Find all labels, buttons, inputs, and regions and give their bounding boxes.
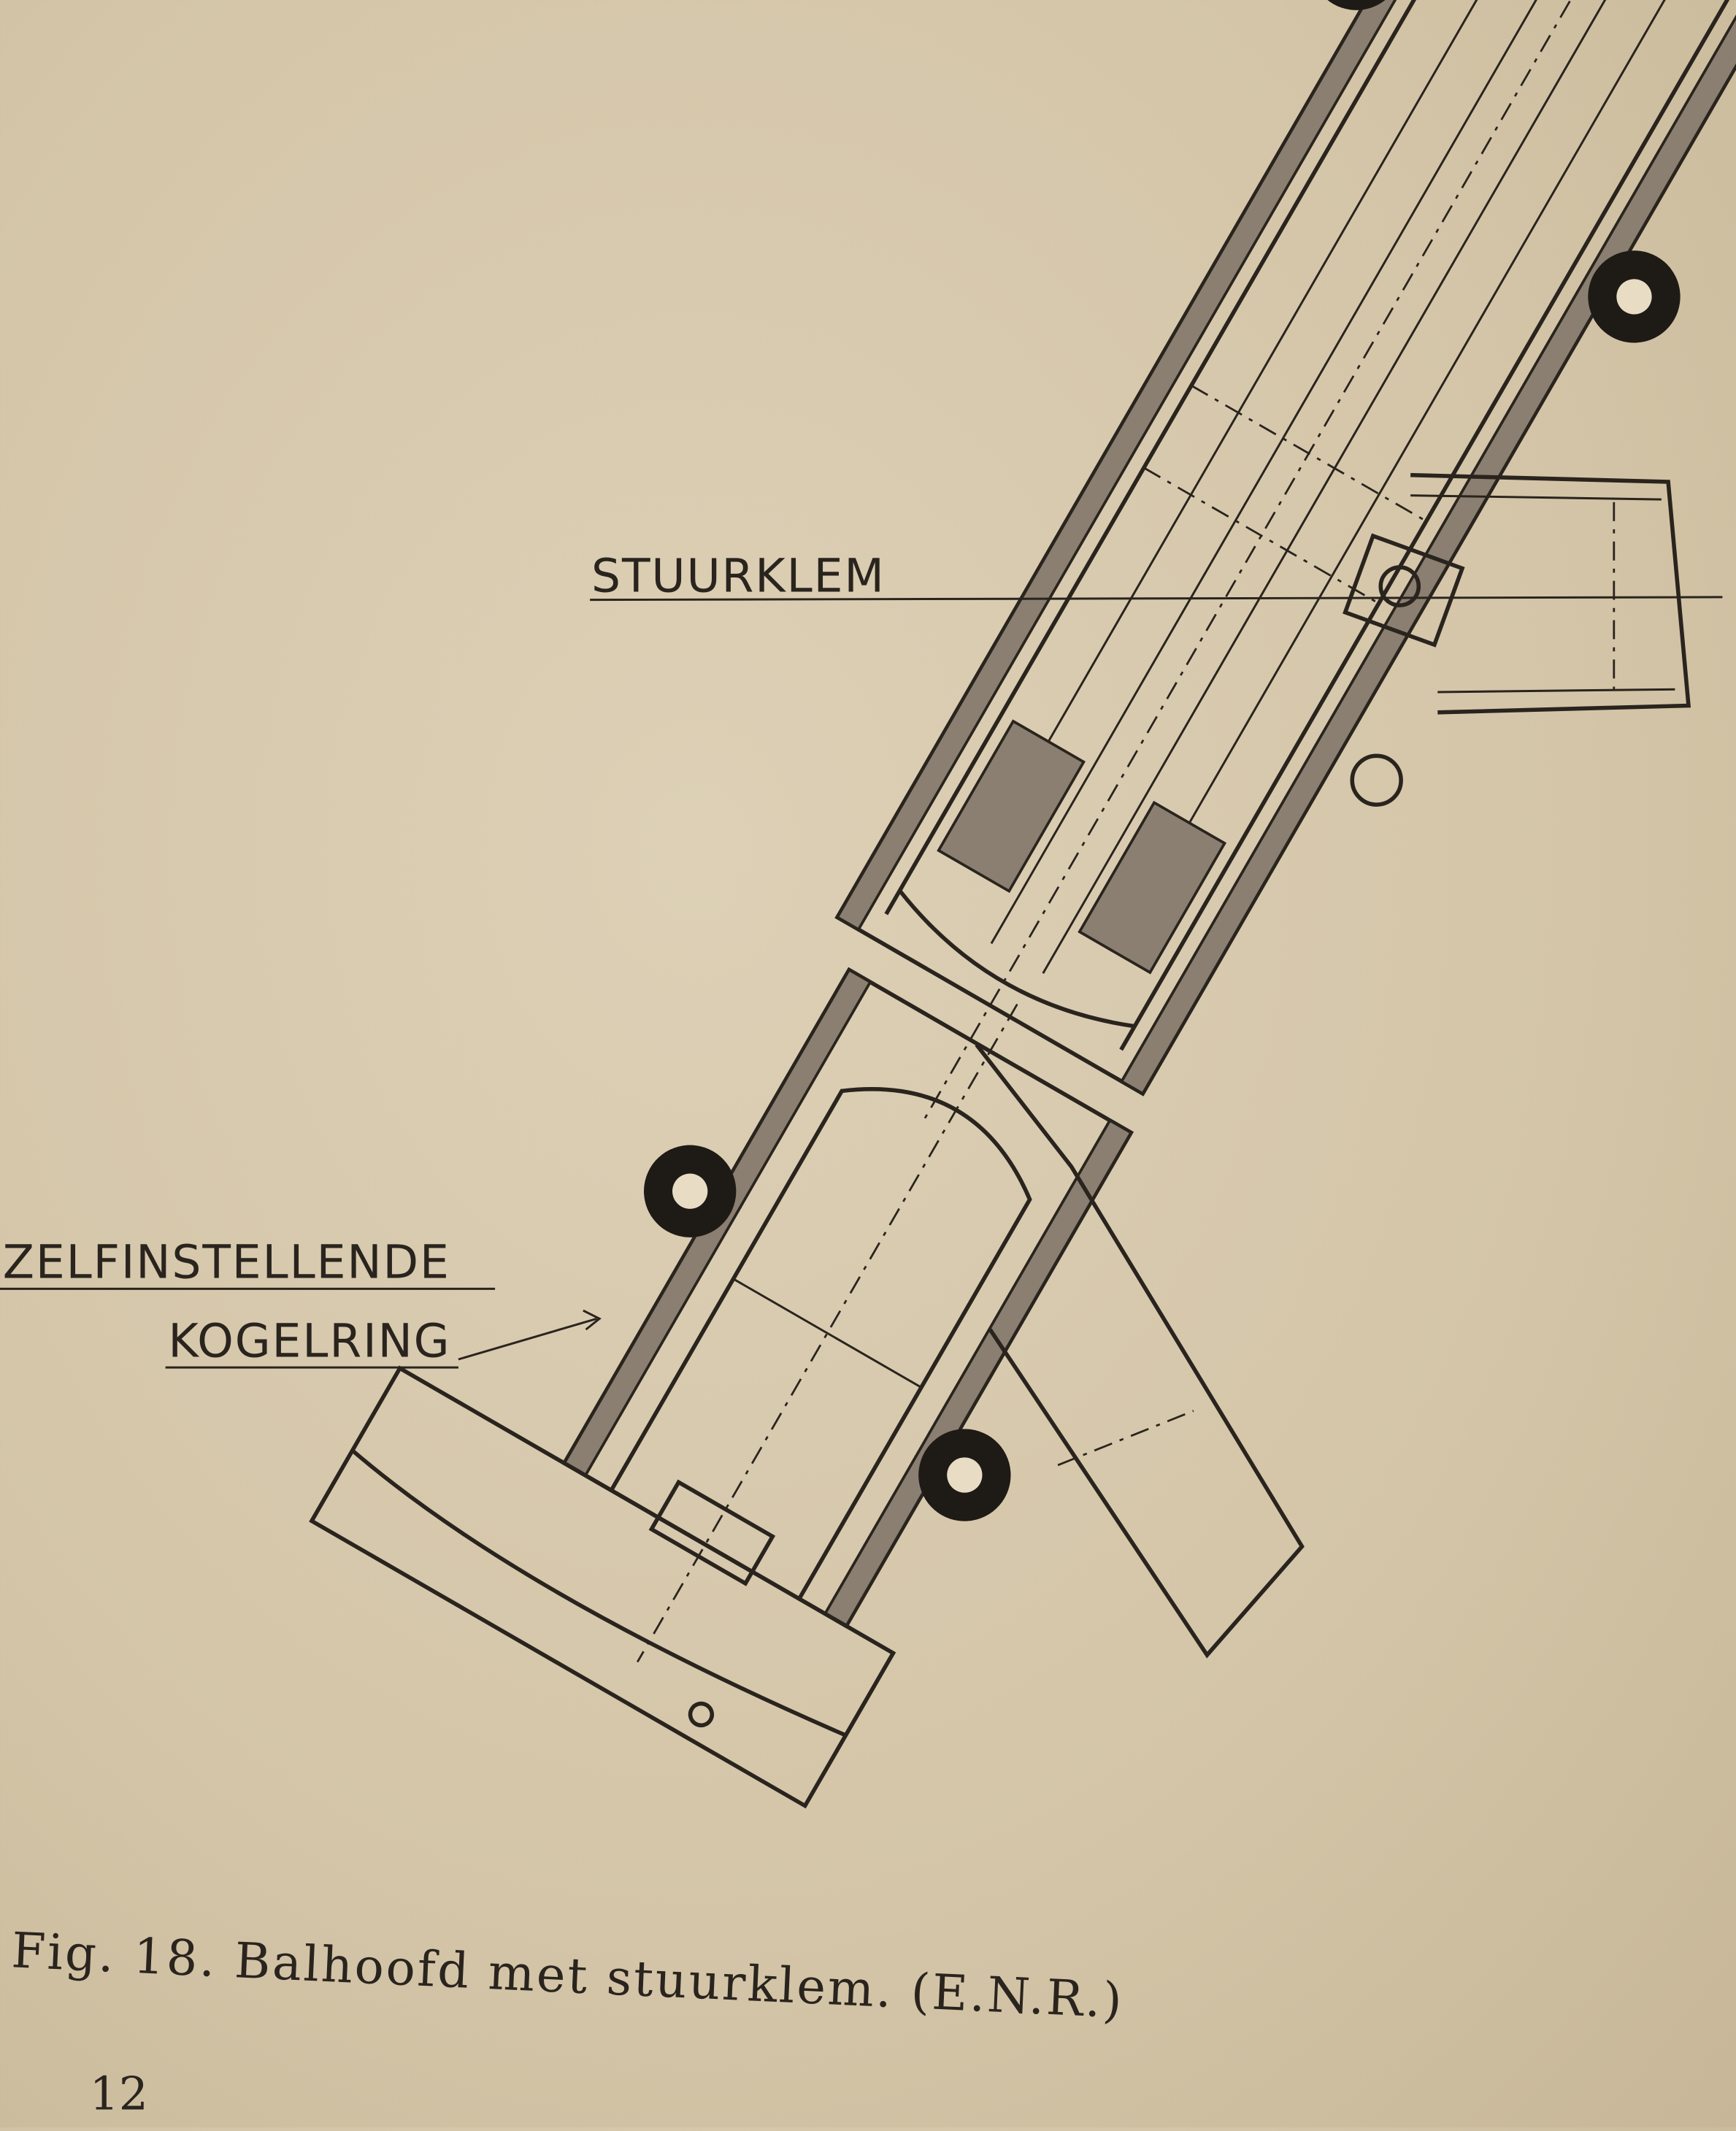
kogelring-leader-arrow bbox=[458, 1309, 602, 1361]
stuurklem-leader-line bbox=[590, 596, 1723, 602]
page-number: 12 bbox=[90, 2066, 148, 2120]
label-kogelring: KOGELRING bbox=[168, 1313, 450, 1367]
upper-head-tube bbox=[834, 0, 1736, 1124]
label-zelfinstellende: ZELFINSTELLENDE bbox=[3, 1235, 450, 1289]
lower-fork-assembly bbox=[309, 967, 1134, 1809]
down-tube bbox=[975, 1043, 1305, 1659]
figure-caption: Fig. 18. Balhoofd met stuurklem. (E.N.R.… bbox=[10, 1921, 1125, 2029]
clamp-bolt bbox=[1343, 533, 1465, 648]
frame-tube bbox=[1343, 472, 1691, 807]
label-stuurklem: STUURKLEM bbox=[591, 548, 886, 602]
